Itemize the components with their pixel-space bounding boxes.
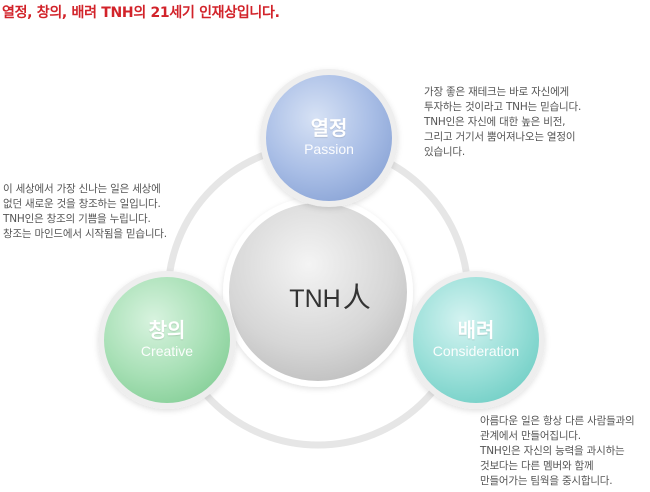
consideration-label: 배려 Consideration [433,318,519,360]
creative-label-kr: 창의 [148,318,186,342]
consideration-description: 아름다운 일은 항상 다른 사람들과의 관계에서 만들어집니다. TNH인은 자… [480,414,635,489]
consideration-description-line: TNH인은 자신의 능력을 과시하는 [480,445,625,457]
center-label-text: TNH [289,285,341,313]
page-headline: 열정, 창의, 배려 TNH의 21세기 인재상입니다. [2,5,280,21]
center-label: TNH人 [289,276,370,316]
passion-description: 가장 좋은 재테크는 바로 자신에게 투자하는 것이라고 TNH는 믿습니다. … [424,85,581,160]
passion-description-line: 가장 좋은 재테크는 바로 자신에게 [424,86,569,98]
creative-description-line: 이 세상에서 가장 신나는 일은 세상에 [3,183,161,195]
creative-description-line: 창조는 마인드에서 시작됨을 믿습니다. [3,228,167,240]
passion-circle [260,69,398,207]
consideration-description-line: 것보다는 다른 멤버와 함께 [480,460,594,472]
consideration-description-line: 관계에서 만들어집니다. [480,430,581,442]
passion-label-en: Passion [304,141,354,157]
consideration-circle [407,271,545,409]
creative-label: 창의 Creative [141,318,193,360]
passion-label: 열정 Passion [304,116,354,158]
passion-label-kr: 열정 [310,116,348,140]
passion-description-line: TNH인은 자신에 대한 높은 비전, [424,116,566,128]
creative-description-line: TNH인은 창조의 기쁨을 누립니다. [3,213,151,225]
center-label-char: 人 [342,281,371,314]
consideration-description-line: 만들어가는 팀웍을 중시합니다. [480,475,613,487]
creative-circle [98,271,236,409]
creative-description: 이 세상에서 가장 신나는 일은 세상에 없던 새로운 것을 창조하는 일입니다… [3,182,167,242]
consideration-label-kr: 배려 [457,318,495,342]
passion-description-line: 그리고 거기서 뿜어져나오는 열정이 [424,131,576,143]
passion-description-line: 있습니다. [424,146,465,158]
creative-description-line: 없던 새로운 것을 창조하는 일입니다. [3,198,161,210]
consideration-label-en: Consideration [432,343,520,359]
consideration-description-line: 아름다운 일은 항상 다른 사람들과의 [480,415,635,427]
passion-description-line: 투자하는 것이라고 TNH는 믿습니다. [424,101,582,113]
creative-label-en: Creative [140,343,194,359]
